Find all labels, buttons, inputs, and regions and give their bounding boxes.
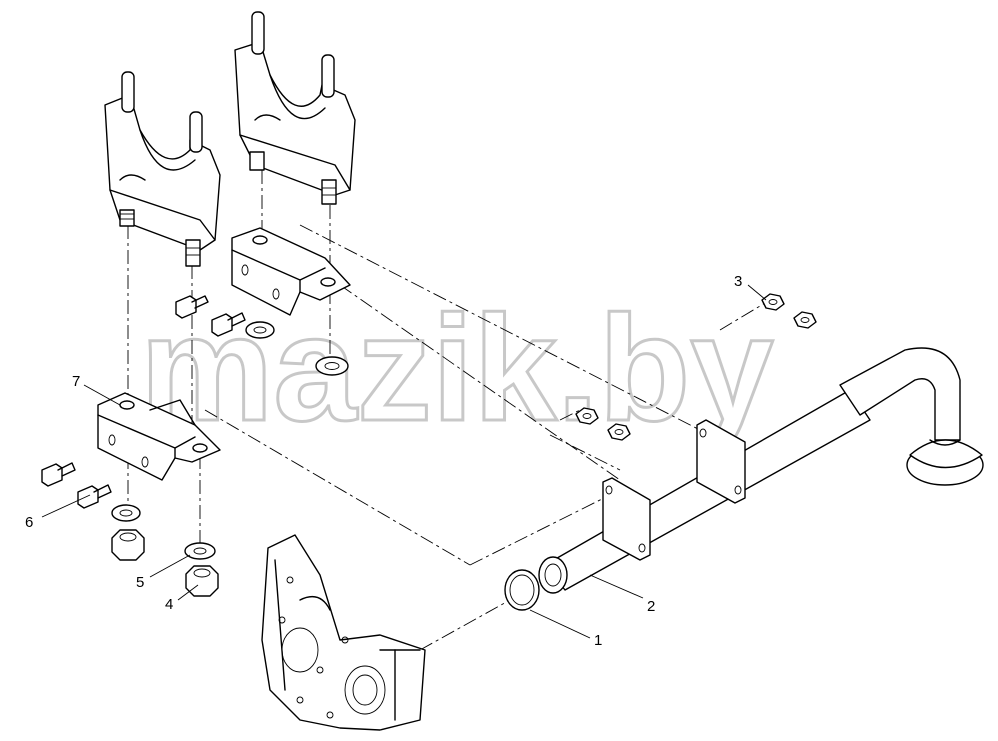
callout-4: 4 [165,596,173,613]
right-cradle-bracket [234,11,356,205]
engine-housing [261,534,426,731]
suction-pipe [538,347,984,594]
callout-1: 1 [594,632,602,649]
left-cradle-bracket [104,71,221,267]
upper-mounting-plate [231,227,351,316]
leader-lines [41,284,767,639]
callout-3: 3 [734,273,742,290]
lower-fasteners [41,462,219,597]
flange-nuts [575,293,817,441]
seal-ring [504,569,540,611]
callout-5: 5 [136,574,144,591]
callout-2: 2 [647,598,655,615]
callout-7: 7 [72,373,80,390]
assembly-lines [127,170,771,651]
watermark-text: mazik.by [140,284,774,452]
lower-mounting-plate [97,392,221,481]
callout-6: 6 [25,514,33,531]
upper-bolts [175,295,349,376]
